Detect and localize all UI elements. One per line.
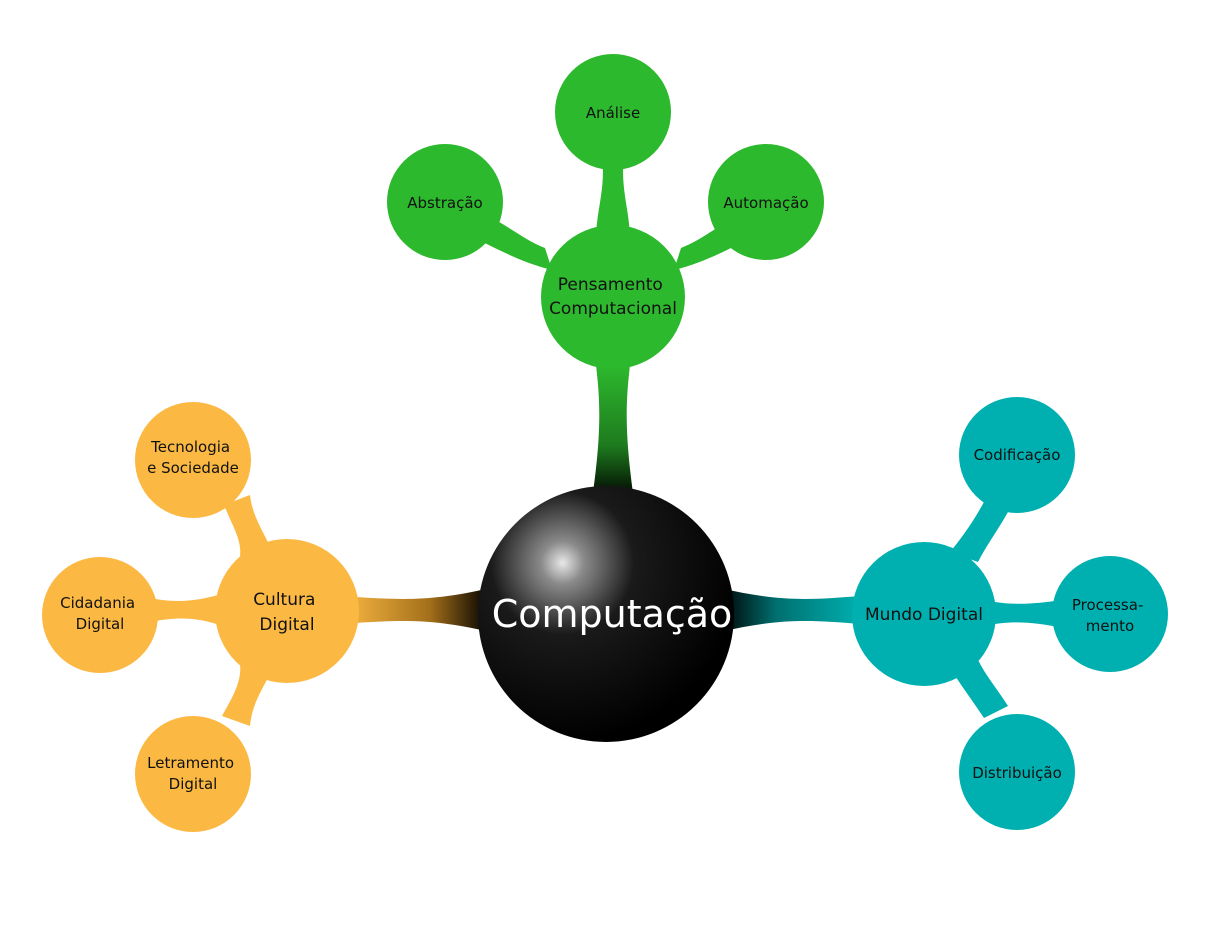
node-circle bbox=[708, 144, 824, 260]
connector-mundo-processamento bbox=[985, 600, 1062, 628]
center-label: Computação bbox=[492, 592, 733, 636]
node-circle bbox=[42, 557, 158, 673]
node-distribuicao[interactable]: Distribuição bbox=[959, 714, 1075, 830]
node-circle bbox=[387, 144, 503, 260]
node-label: Análise bbox=[586, 104, 640, 122]
connector-cultura-tecnologia bbox=[224, 495, 272, 556]
node-codificacao[interactable]: Codificação bbox=[959, 397, 1075, 513]
node-circle bbox=[959, 714, 1075, 830]
node-label: Cidadania Digital bbox=[60, 594, 140, 633]
node-tecnologia-sociedade[interactable]: Tecnologia e Sociedade bbox=[135, 402, 251, 518]
node-label: Letramento Digital bbox=[147, 754, 239, 793]
connector-cultura-letramento bbox=[222, 664, 272, 726]
node-label: Cultura Digital bbox=[253, 590, 321, 635]
node-circle bbox=[1052, 556, 1168, 672]
node-label: Automação bbox=[723, 194, 808, 212]
connector-mundo-distribuicao bbox=[950, 660, 1008, 718]
node-label: Mundo Digital bbox=[865, 605, 983, 625]
node-letramento-digital[interactable]: Letramento Digital bbox=[135, 716, 251, 832]
node-circle bbox=[541, 225, 685, 369]
connector-center-pensamento bbox=[592, 365, 634, 500]
node-automacao[interactable]: Automação bbox=[708, 144, 824, 260]
node-analise[interactable]: Análise bbox=[555, 54, 671, 170]
node-circle bbox=[135, 402, 251, 518]
node-label: Codificação bbox=[974, 446, 1061, 464]
connector-center-mundo bbox=[720, 588, 860, 632]
node-label: Abstração bbox=[407, 194, 482, 212]
connector-mundo-codificacao bbox=[950, 502, 1008, 562]
branch-mundo-digital[interactable]: Mundo Digital bbox=[852, 542, 996, 686]
node-label: Pensamento Computacional bbox=[549, 275, 677, 319]
center-circle bbox=[478, 486, 734, 742]
connector-pensamento-analise bbox=[596, 155, 630, 240]
connector-cultura-cidadania bbox=[150, 594, 222, 626]
branch-cultura-digital[interactable]: Cultura Digital bbox=[215, 539, 359, 683]
node-circle bbox=[135, 716, 251, 832]
node-abstracao[interactable]: Abstração bbox=[387, 144, 503, 260]
node-label: Processa- mento bbox=[1072, 596, 1148, 635]
node-label: Distribuição bbox=[972, 764, 1062, 782]
node-circle bbox=[959, 397, 1075, 513]
connector-center-cultura bbox=[340, 588, 490, 632]
node-circle bbox=[555, 54, 671, 170]
node-circle bbox=[215, 539, 359, 683]
center-node-computacao[interactable]: Computação bbox=[478, 486, 734, 742]
node-cidadania-digital[interactable]: Cidadania Digital bbox=[42, 557, 158, 673]
node-processamento[interactable]: Processa- mento bbox=[1052, 556, 1168, 672]
node-label: Tecnologia e Sociedade bbox=[147, 438, 239, 477]
node-circle bbox=[852, 542, 996, 686]
branch-pensamento-computacional[interactable]: Pensamento Computacional bbox=[541, 225, 685, 369]
